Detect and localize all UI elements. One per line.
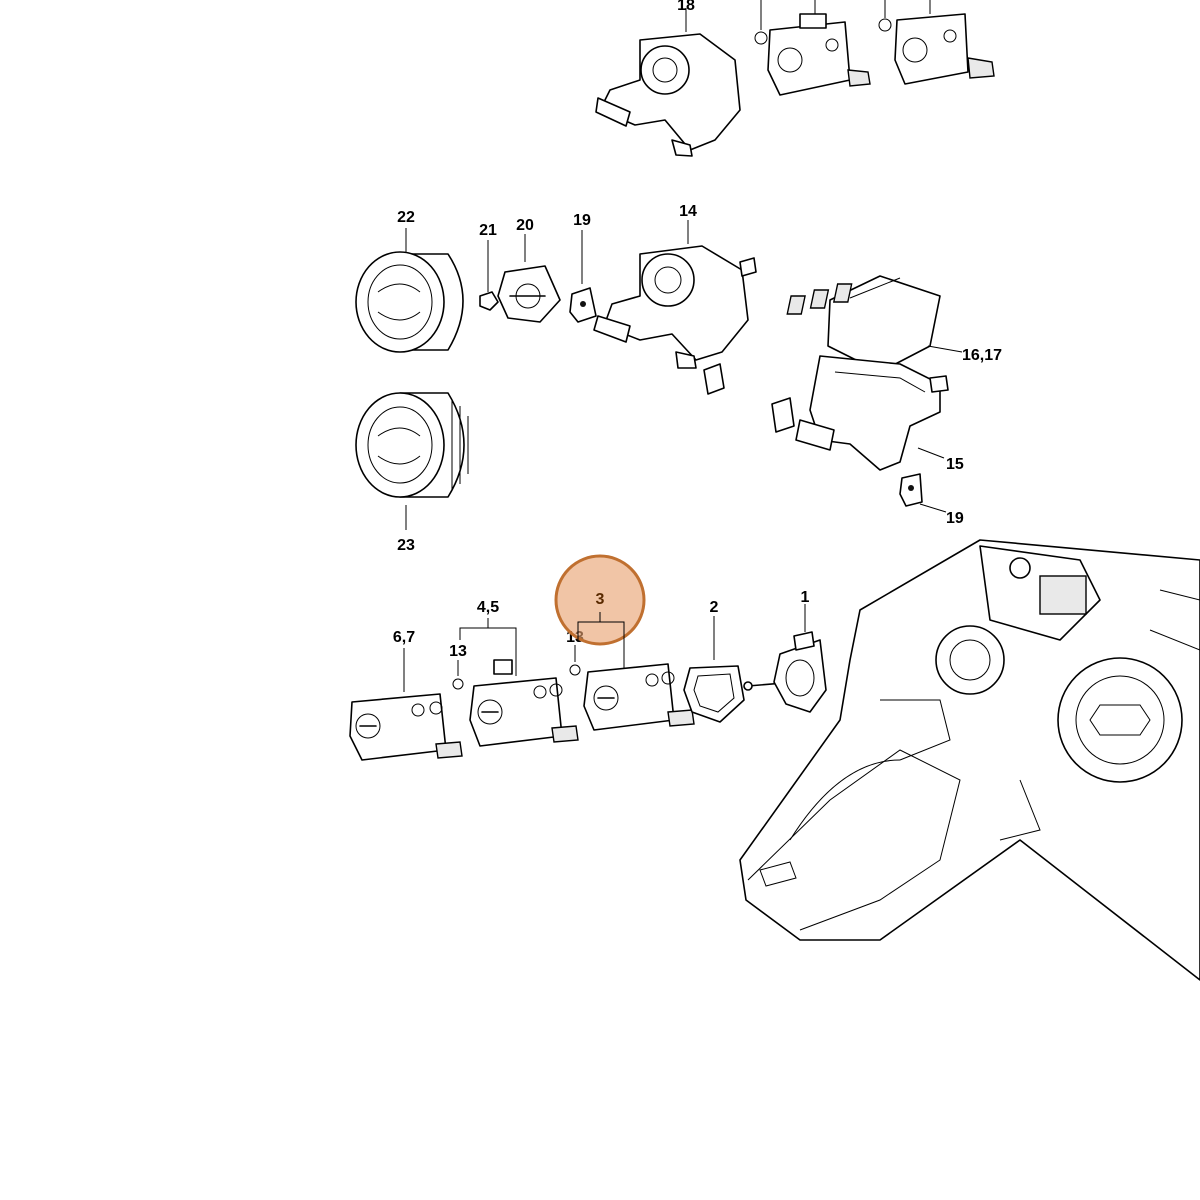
part-23-air-filter[interactable] xyxy=(355,392,469,530)
part-13-o-ring-a[interactable] xyxy=(452,660,464,690)
label-19-upper: 19 xyxy=(573,212,591,229)
part-19-bushing-upper[interactable] xyxy=(569,230,597,323)
part-6-7-carburetor[interactable] xyxy=(349,648,463,761)
part-carburetor-top-a[interactable] xyxy=(754,0,871,96)
part-1-flange[interactable] xyxy=(743,604,827,713)
part-21-nut[interactable] xyxy=(479,240,499,311)
part-3-carburetor[interactable] xyxy=(577,612,695,731)
label-14: 14 xyxy=(679,203,697,220)
label-2: 2 xyxy=(710,599,719,616)
part-18-manifold-top[interactable] xyxy=(595,8,741,157)
part-20-filter-holder[interactable] xyxy=(497,234,561,323)
part-13-o-ring-b[interactable] xyxy=(569,645,581,676)
part-14-manifold[interactable] xyxy=(593,220,757,395)
label-22: 22 xyxy=(397,209,415,226)
label-23: 23 xyxy=(397,537,415,554)
label-4-5: 4,5 xyxy=(477,599,499,616)
part-22-air-filter[interactable] xyxy=(355,228,464,353)
engine-housing[interactable] xyxy=(739,539,1200,981)
label-1: 1 xyxy=(801,589,810,606)
part-2-gasket[interactable] xyxy=(683,616,745,723)
label-15: 15 xyxy=(946,456,964,473)
label-16-17: 16,17 xyxy=(962,347,1002,364)
label-21: 21 xyxy=(479,222,497,239)
label-13-a: 13 xyxy=(449,643,467,660)
part-19-bushing-lower[interactable] xyxy=(899,473,947,513)
label-20: 20 xyxy=(516,217,534,234)
part-16-17-filter-cover[interactable] xyxy=(786,275,963,373)
part-15-frame[interactable] xyxy=(771,355,949,471)
label-3: 3 xyxy=(596,591,605,608)
part-4-5-carburetor[interactable] xyxy=(459,618,579,747)
label-6-7: 6,7 xyxy=(393,629,415,646)
label-18: 18 xyxy=(677,0,695,14)
part-carburetor-top-b[interactable] xyxy=(878,0,995,85)
label-19-lower: 19 xyxy=(946,510,964,527)
